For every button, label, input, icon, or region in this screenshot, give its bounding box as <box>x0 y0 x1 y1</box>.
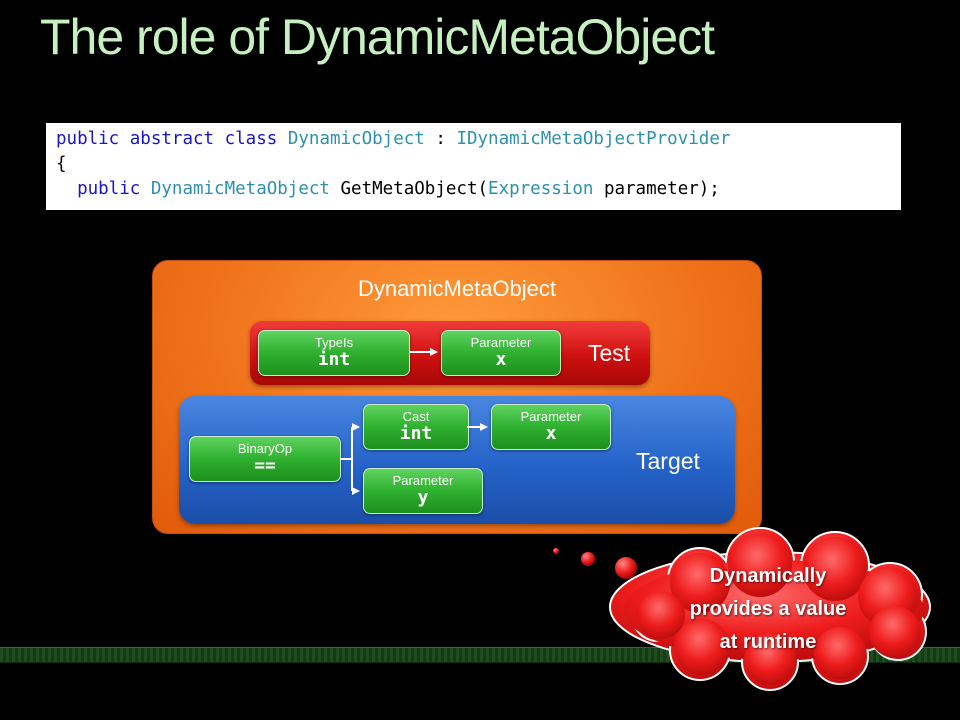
binaryop-node: BinaryOp == <box>189 436 341 482</box>
parameter-y-node: Parameter y <box>363 468 483 514</box>
thought-bubble-dot <box>581 552 595 566</box>
thought-bubble-dot <box>553 548 559 554</box>
callout-line: at runtime <box>719 631 817 653</box>
code-text: : <box>435 129 446 149</box>
code-brace: { <box>56 154 67 174</box>
typeis-node: TypeIs int <box>258 330 410 376</box>
parameter-y-label: Parameter <box>392 473 454 488</box>
dynamic-meta-object-label: DynamicMetaObject <box>357 276 557 301</box>
code-type: DynamicMetaObject <box>150 179 330 199</box>
test-parameter-value: x <box>495 349 507 370</box>
binaryop-value: == <box>254 455 276 476</box>
callout-text: Dynamically provides a value at runtime <box>668 560 868 659</box>
cast-label: Cast <box>402 409 430 424</box>
binaryop-label: BinaryOp <box>237 441 293 456</box>
typeis-label: TypeIs <box>314 335 354 350</box>
slide-title: The role of DynamicMetaObject <box>40 9 715 65</box>
code-block: public abstract class DynamicObject : ID… <box>46 123 901 210</box>
target-label: Target <box>636 448 700 474</box>
target-band: BinaryOp == Cast int Parameter x Paramet… <box>179 396 735 524</box>
code-text: parameter); <box>603 179 720 199</box>
cast-parameter-label: Parameter <box>520 409 582 424</box>
dynamic-meta-object-box: DynamicMetaObject TypeIs int Parameter x… <box>152 260 762 534</box>
code-keyword: public <box>56 129 120 149</box>
parameter-y-value: y <box>417 487 429 508</box>
code-keyword: class <box>224 129 278 149</box>
cast-parameter-node: Parameter x <box>491 404 611 450</box>
test-parameter-label: Parameter <box>470 335 532 350</box>
cast-value: int <box>399 423 433 444</box>
code-keyword: public <box>77 179 141 199</box>
test-label: Test <box>588 340 631 366</box>
code-type: DynamicObject <box>287 129 425 149</box>
code-method: GetMetaObject( <box>340 179 489 199</box>
code-type: Expression <box>488 179 594 199</box>
callout-line: Dynamically <box>709 565 827 587</box>
test-parameter-node: Parameter x <box>441 330 561 376</box>
code-keyword: abstract <box>129 129 215 149</box>
typeis-value: int <box>317 349 351 370</box>
thought-bubble-dot <box>615 557 637 579</box>
test-band: TypeIs int Parameter x Test <box>250 321 650 385</box>
callout-line: provides a value <box>689 598 847 620</box>
cast-parameter-value: x <box>545 423 557 444</box>
code-type: IDynamicMetaObjectProvider <box>456 129 731 149</box>
